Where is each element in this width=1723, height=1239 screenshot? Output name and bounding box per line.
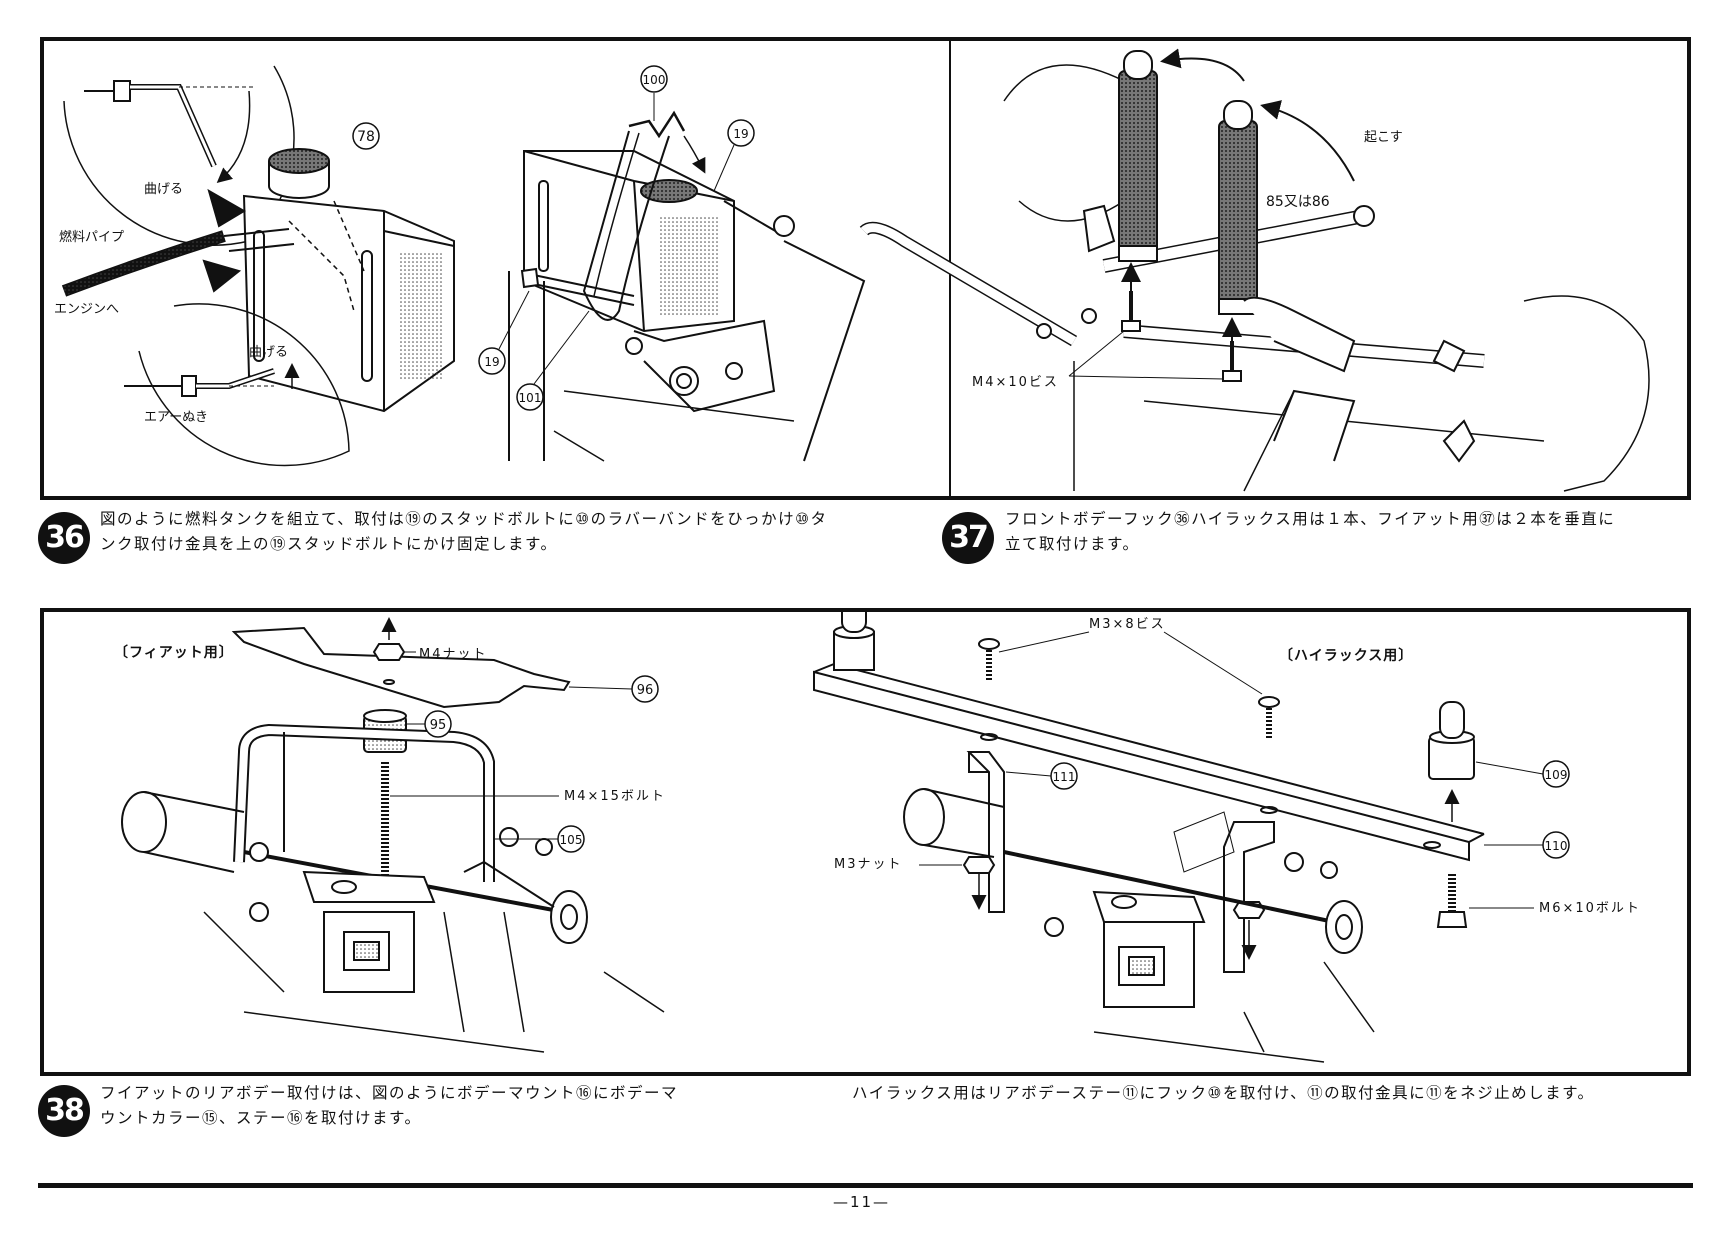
step-36-line2: ンク取付け金具を上の⑲スタッドボルトにかけ固定します。 [100,535,558,553]
bend-top-label: 曲げる [144,182,183,197]
screw-m3x8-label: M3×8ビス [1089,617,1166,632]
tank-mount-drawing [508,110,866,462]
bend-bottom-label: 曲げる [249,345,288,360]
step-38-badge: 38 [38,1085,90,1137]
part-78-label: 78 [357,129,375,145]
part-100-label: 100 [643,73,666,87]
part-95-label: 95 [430,718,447,733]
step-38-line2: ウントカラー⑮、ステー⑯を取付けます。 [100,1109,422,1127]
part-78-marker [352,122,380,150]
top-illustration-frame: 78 曲げる 燃料パイプ エンジンへ 曲げる エアーぬき [40,37,1691,500]
to-engine-label: エンジンへ [54,302,119,317]
step-37-badge: 37 [942,512,994,564]
step-37-line2: 立て取付けます。 [1005,535,1140,553]
bolt-m4x15-label: M4×15ボルト [564,789,666,804]
step-36-line1: 図のように燃料タンクを組立て、取付は⑲のスタッドボルトに⑩のラバーバンドをひっか… [100,510,828,528]
nut-m3-label: M3ナット [834,857,903,872]
fiat-rear-mount-drawing [121,617,665,1053]
for-fiat-label: 〔フィアット用〕 [114,645,234,661]
part-101-label: 101 [519,391,542,405]
part-111-label: 111 [1053,770,1076,784]
step-38-line1: フイアットのリアボデー取付けは、図のようにボデーマウント⑯にボデーマ [100,1084,679,1102]
bend-detail-bottom [124,363,300,397]
nut-m4-label: M4ナット [419,647,488,662]
part-109-label: 109 [1545,768,1568,782]
part-19-bottom-label: 19 [484,355,499,369]
for-hilux-label: 〔ハイラックス用〕 [1279,648,1413,664]
bottom-illustrations: 〔フィアット用〕 M4ナット 96 95 M4×15ボルト 105 [114,612,1641,1063]
bottom-illustration-frame: 〔フィアット用〕 M4ナット 96 95 M4×15ボルト 105 [40,608,1691,1076]
hilux-rear-mount-drawing [813,612,1485,1063]
part-96-label: 96 [637,683,654,698]
fuel-pipe-label: 燃料パイプ [59,229,124,245]
step-36-badge: 36 [38,512,90,564]
bolt-m6x10-label: M6×10ボルト [1539,901,1641,916]
footer-rule [38,1183,1693,1188]
page-number: —11— [832,1193,891,1211]
step-38-caption: フイアットのリアボデー取付けは、図のようにボデーマウント⑯にボデーマ ウントカラ… [100,1081,820,1131]
step-37-line1: フロントボデーフック㊱ハイラックス用は１本、フイアット用㊲は２本を垂直に [1005,510,1616,528]
raise-label: 起こす [1364,130,1403,145]
bend-detail-top [84,80,254,183]
part-85-or-86-label: 85又は86 [1266,194,1330,210]
front-body-hook-drawing [859,48,1650,492]
step-36-caption: 図のように燃料タンクを組立て、取付は⑲のスタッドボルトに⑩のラバーバンドをひっか… [100,507,910,557]
screw-m4x10-label: M4×10ビス [972,375,1059,390]
part-105-label: 105 [560,833,583,847]
step-38-hilux-caption: ハイラックス用はリアボデーステー⑪にフック⑩を取付け、⑪の取付金具に⑪をネジ止め… [852,1084,1595,1102]
fuel-tank-drawing [61,65,455,467]
part-19-top-label: 19 [733,127,748,141]
top-illustrations: 78 曲げる 燃料パイプ エンジンへ 曲げる エアーぬき [54,48,1650,492]
step-37-caption: フロントボデーフック㊱ハイラックス用は１本、フイアット用㊲は２本を垂直に 立て取… [1005,507,1705,557]
air-vent-label: エアーぬき [144,410,208,425]
part-110-label: 110 [1545,839,1568,853]
